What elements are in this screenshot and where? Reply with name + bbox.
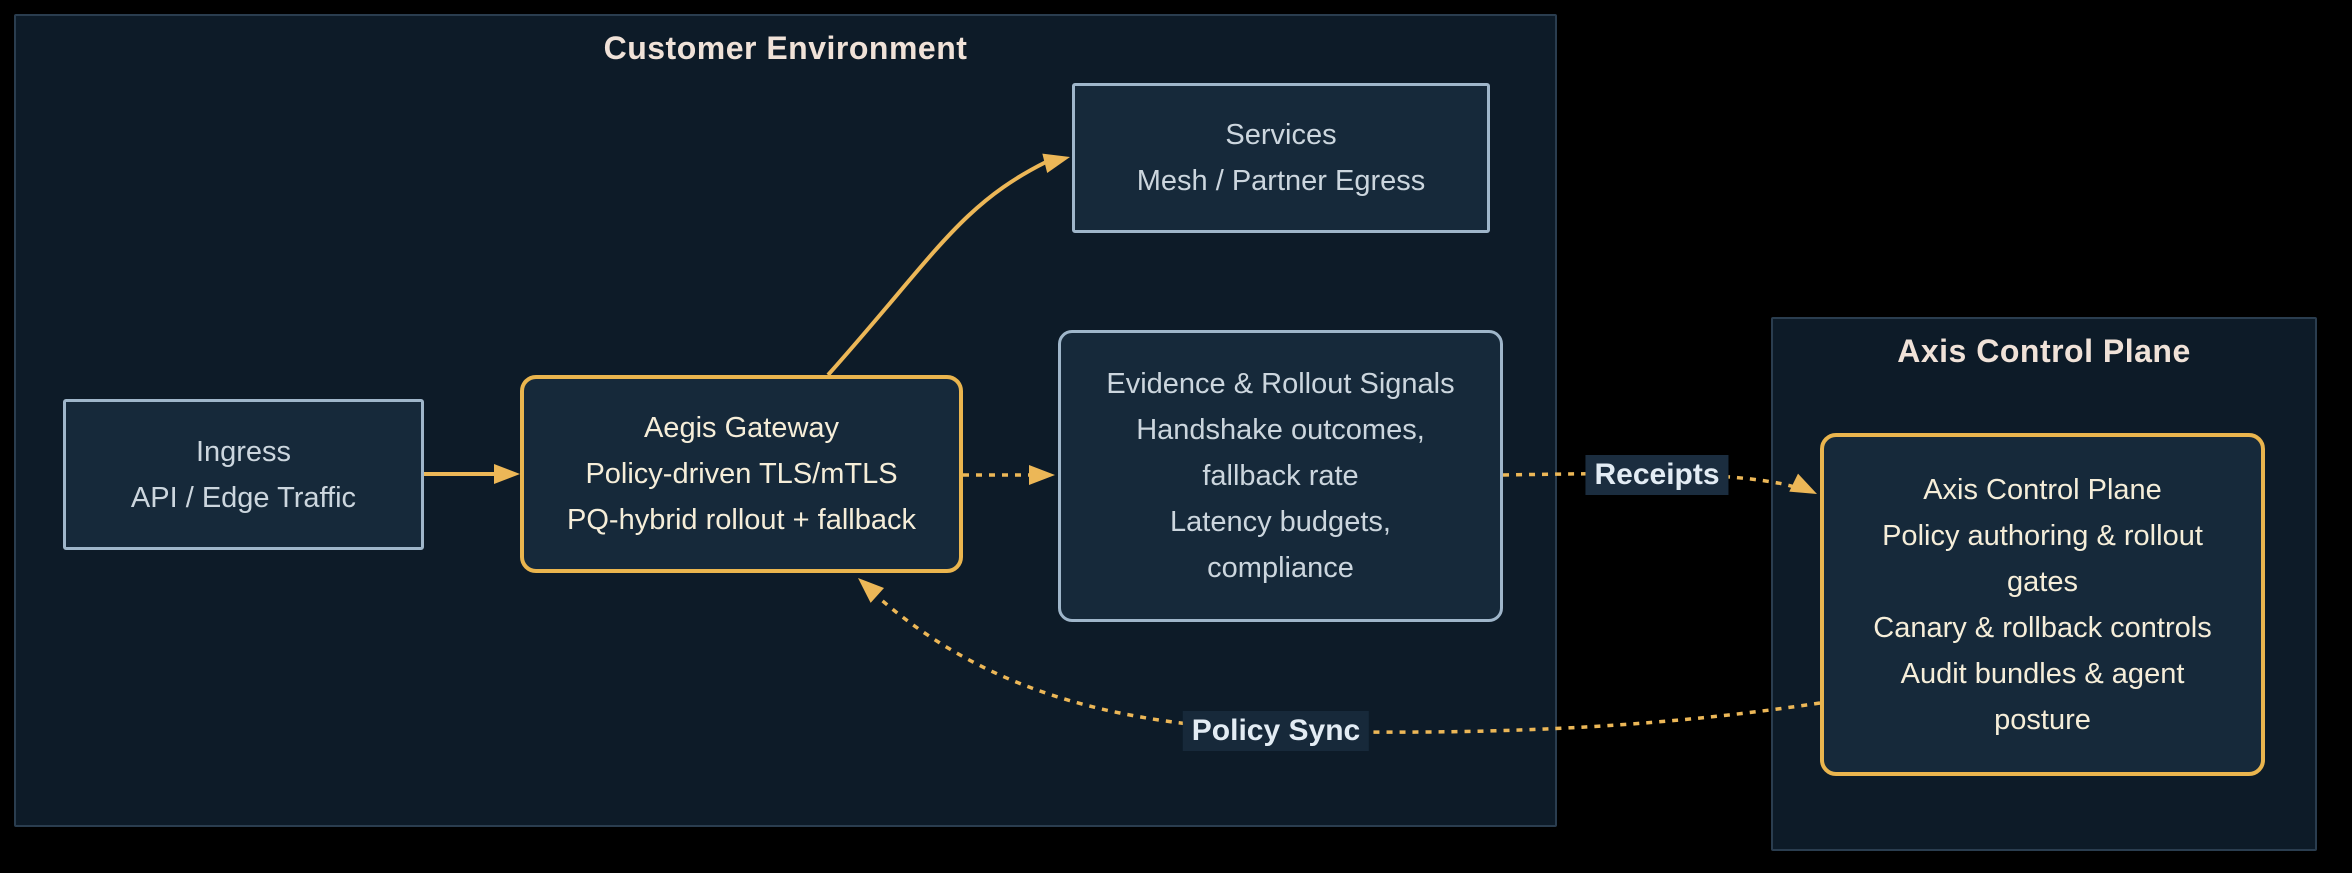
node-axis-control-plane: Axis Control Plane Policy authoring & ro… (1820, 433, 2265, 776)
node-services: Services Mesh / Partner Egress (1072, 83, 1490, 233)
node-text-line: Policy authoring & rollout (1882, 519, 2203, 552)
node-text-line: API / Edge Traffic (130, 481, 357, 514)
node-text-line: Policy-driven TLS/mTLS (585, 458, 898, 490)
node-text-line: Mesh / Partner Egress (1136, 165, 1426, 197)
node-text-line: Ingress (195, 435, 292, 468)
node-text-line: gates (2007, 565, 2078, 598)
arrowhead-gateway-to-services (1042, 153, 1070, 173)
node-text-line: Canary & rollback controls (1873, 611, 2212, 644)
cluster-title-customer-environment: Customer Environment (603, 30, 968, 66)
cluster-title-axis-control-plane: Axis Control Plane (1897, 333, 2191, 369)
node-text-line: Handshake outcomes, (1136, 414, 1425, 446)
node-text-line: Services (1225, 119, 1337, 151)
edge-gateway-to-services (826, 160, 1047, 377)
node-aegis-gateway: Aegis Gateway Policy-driven TLS/mTLS PQ-… (520, 375, 963, 573)
node-text-line: Latency budgets, (1170, 506, 1391, 538)
arrowhead-ingress-to-gateway (494, 464, 520, 484)
node-evidence-rollout-signals: Evidence & Rollout Signals Handshake out… (1058, 330, 1503, 622)
node-text-line: compliance (1207, 552, 1354, 584)
node-ingress: Ingress API / Edge Traffic (63, 399, 424, 550)
edge-label-policy-sync: Policy Sync (1182, 711, 1370, 751)
arrowhead-axis-to-gateway (858, 578, 885, 603)
edge-label-receipts: Receipts (1585, 455, 1729, 495)
node-text-line: posture (1994, 703, 2091, 736)
node-text-line: Audit bundles & agent (1900, 657, 2185, 690)
node-text-line: Evidence & Rollout Signals (1106, 368, 1455, 400)
node-text-line: fallback rate (1202, 460, 1359, 492)
node-text-line: Axis Control Plane (1923, 473, 2162, 506)
arrowhead-evidence-to-axis (1789, 473, 1817, 494)
arrowhead-gateway-to-evidence (1029, 465, 1055, 485)
node-text-line: PQ-hybrid rollout + fallback (567, 504, 916, 536)
edge-evidence-to-axis (1502, 471, 1801, 491)
node-text-line: Aegis Gateway (643, 412, 840, 444)
